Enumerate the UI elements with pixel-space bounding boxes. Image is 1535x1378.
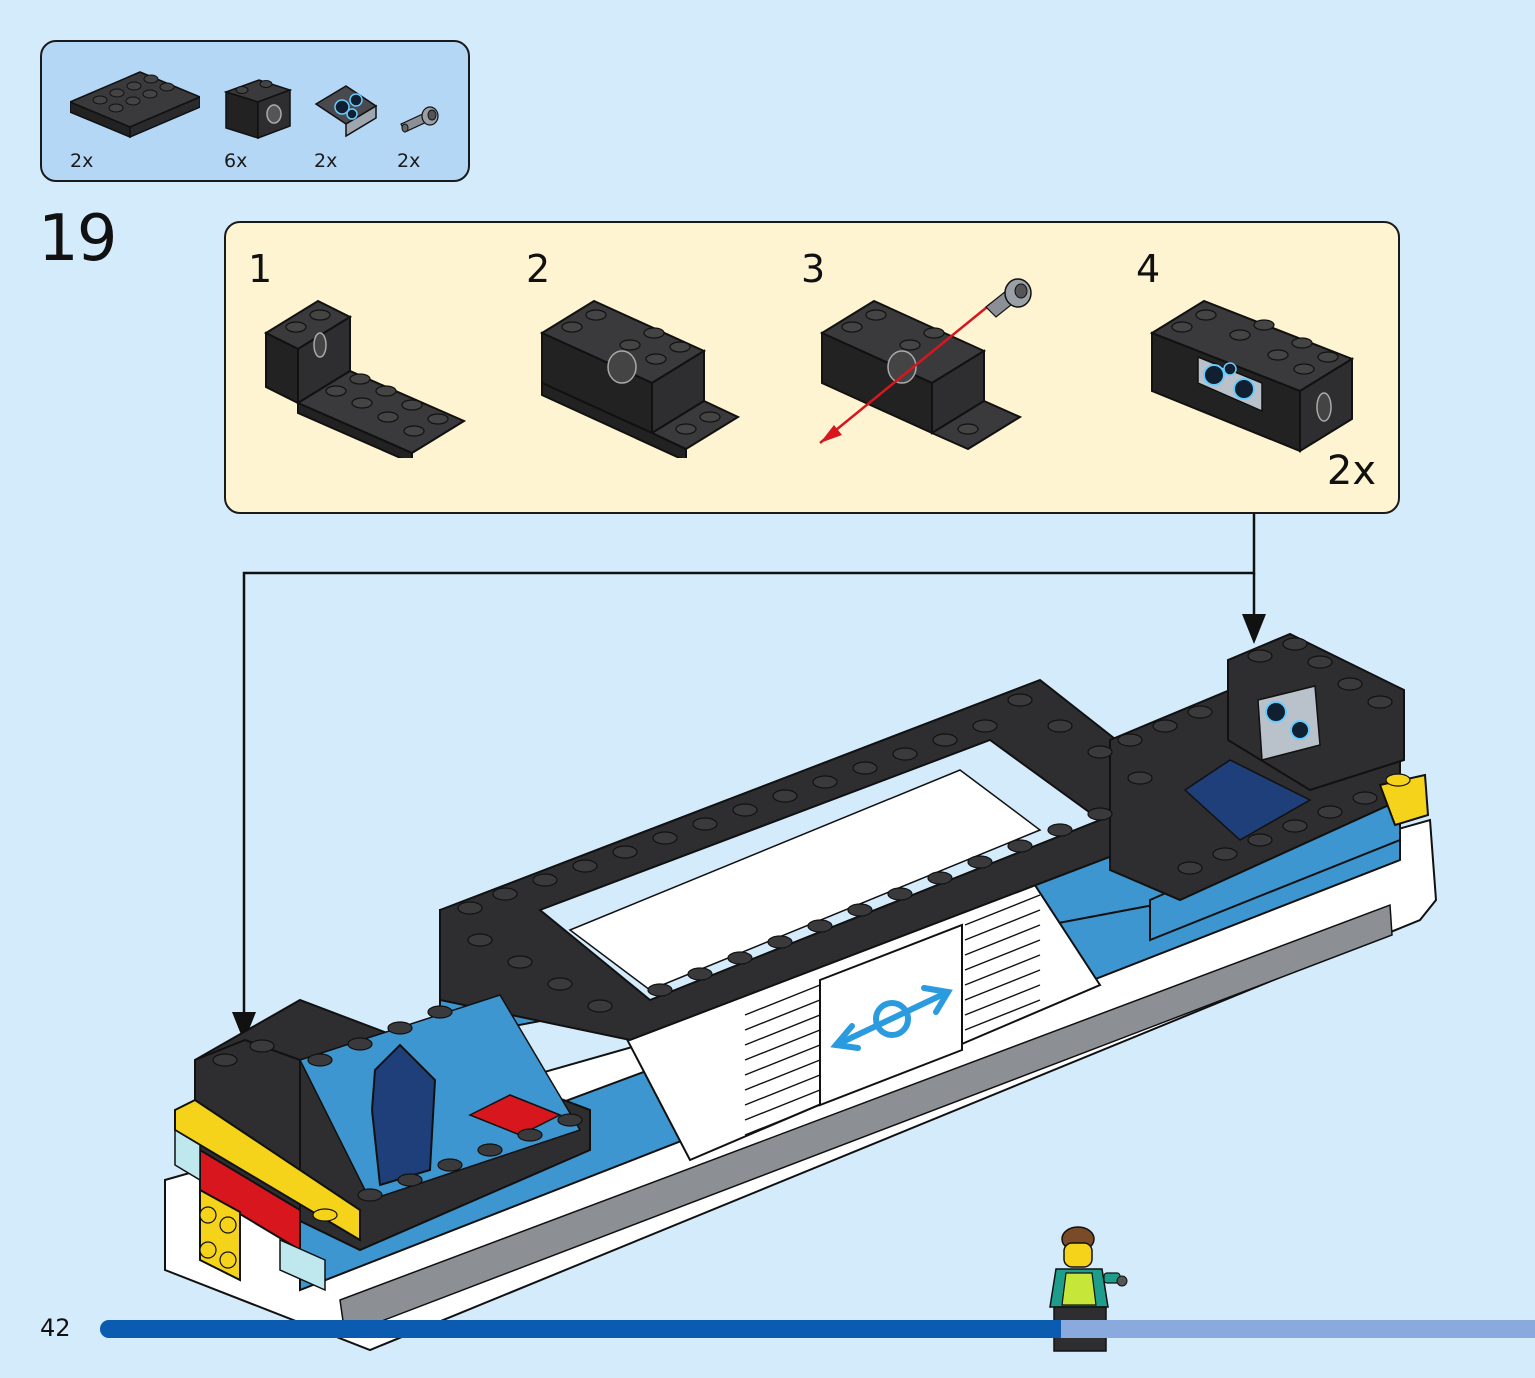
sub-step-number: 3 (801, 247, 826, 291)
page-number: 42 (40, 1314, 71, 1342)
part-item: 2x (314, 62, 384, 172)
sub-step-number: 1 (248, 247, 273, 291)
sub-step-number: 4 (1136, 247, 1161, 291)
rail-logo-icon (830, 985, 953, 1051)
part-quantity: 2x (397, 150, 421, 172)
plate-2x4-icon (70, 71, 200, 139)
part-quantity: 2x (70, 150, 94, 172)
sub-step-number: 2 (526, 247, 551, 291)
sub-step-2-illustration (539, 299, 741, 458)
technic-brick-1x2-icon (224, 79, 293, 140)
sub-assembly-box: 1 2 3 (224, 221, 1400, 514)
parts-list-box: 2x 6x 2x 2x (40, 40, 470, 182)
sub-step-4-illustration (1149, 299, 1355, 453)
progress-bar (100, 1320, 1535, 1338)
part-quantity: 2x (314, 150, 338, 172)
part-item: 2x (397, 62, 457, 172)
step-number: 19 (38, 202, 117, 276)
printed-slope-dashboard-icon (314, 85, 378, 138)
sub-step-1-illustration (263, 299, 467, 458)
sub-assembly-multiplier: 2x (1326, 448, 1376, 494)
part-item: 2x (70, 62, 200, 172)
part-item: 6x (224, 62, 294, 172)
part-quantity: 6x (224, 150, 248, 172)
arrow-down-icon (1242, 614, 1266, 644)
sub-step-3-illustration (819, 278, 1032, 451)
technic-pin-icon (985, 278, 1032, 318)
technic-pin-icon (400, 106, 439, 133)
progress-bar-fill (100, 1320, 1062, 1338)
arrow-down-icon (232, 1012, 256, 1042)
